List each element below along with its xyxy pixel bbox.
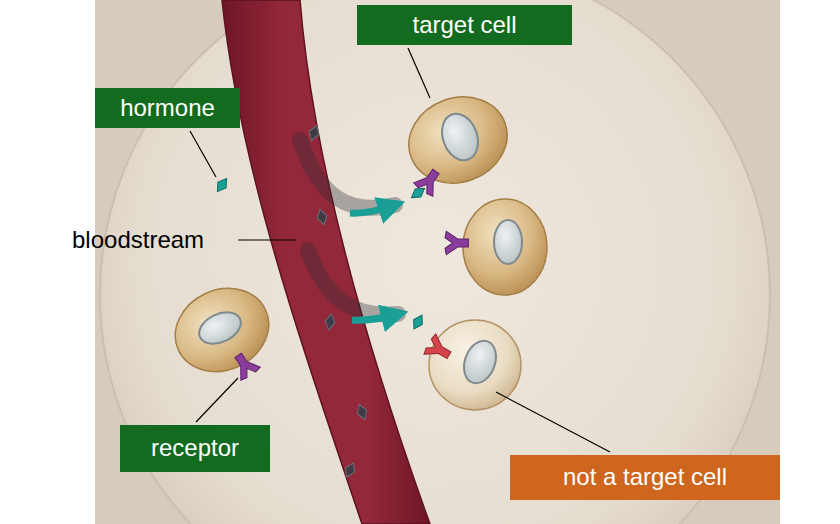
callout-text: hormone xyxy=(120,95,215,121)
callout-box: not a target cell xyxy=(510,455,780,500)
callout-text: target cell xyxy=(412,12,516,38)
non-target-cell xyxy=(410,313,521,410)
target-cell-top xyxy=(397,83,520,201)
structure-label: bloodstream xyxy=(72,227,204,253)
callout-box: hormone xyxy=(95,88,240,128)
callout-text: not a target cell xyxy=(563,464,727,490)
callout-box: target cell xyxy=(357,5,572,45)
callout-text: receptor xyxy=(151,435,239,461)
target-cell-middle xyxy=(445,199,547,295)
hormone-flow-arrows xyxy=(300,140,398,320)
callout-box: receptor xyxy=(120,425,270,472)
tissue-circle xyxy=(100,0,770,524)
target-cell-left xyxy=(162,273,283,386)
leader-lines xyxy=(190,48,610,452)
free-hormone xyxy=(213,176,230,195)
